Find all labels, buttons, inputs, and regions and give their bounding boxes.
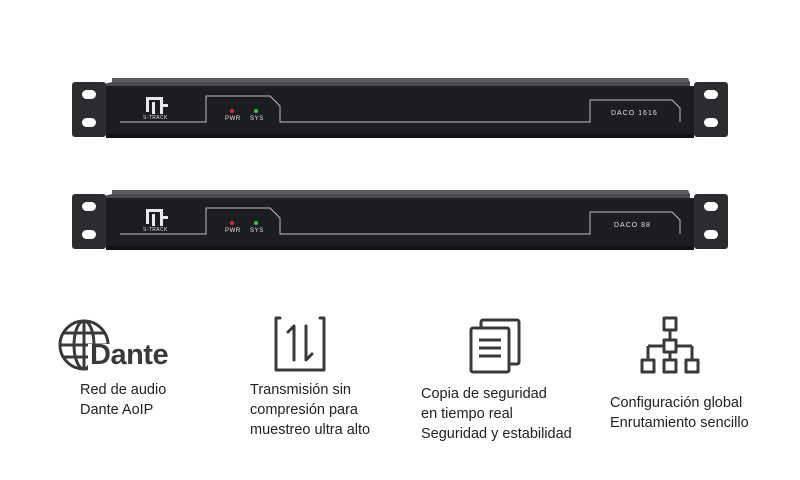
model-label: DACO 88 <box>614 222 651 229</box>
dante-logo-text: Dante <box>90 339 169 371</box>
led-pwr-label: PWR <box>225 116 241 122</box>
led-sys-label: SYS <box>250 116 264 122</box>
feature-line: en tiempo real <box>421 406 513 422</box>
feature-line: Enrutamiento sencillo <box>610 415 749 431</box>
feature-line: muestreo ultra alto <box>250 422 371 438</box>
rack-device-2: S-TRACK PWR SYS DACO 88 <box>0 172 800 292</box>
feature-line: Transmisión sin <box>250 382 351 398</box>
brand-label: S-TRACK <box>143 115 168 121</box>
brand-label: S-TRACK <box>143 227 168 233</box>
document-copy-icon <box>469 318 521 374</box>
rack-device-1: S-TRACK PWR SYS DACO 1616 <box>0 60 800 180</box>
feature-line: Seguridad y estabilidad <box>421 426 572 442</box>
led-pwr-label: PWR <box>225 228 241 234</box>
feature-line: Dante AoIP <box>80 402 154 418</box>
network-tree-icon <box>640 316 700 374</box>
feature-line: Configuración global <box>610 395 743 411</box>
model-label: DACO 1616 <box>611 110 658 117</box>
transfer-arrows-icon <box>274 316 326 372</box>
led-sys-label: SYS <box>250 228 264 234</box>
dante-globe-icon <box>58 319 178 374</box>
feature-line: Red de audio <box>80 382 167 398</box>
feature-line: compresión para <box>250 402 358 418</box>
feature-line: Copia de seguridad <box>421 386 547 402</box>
